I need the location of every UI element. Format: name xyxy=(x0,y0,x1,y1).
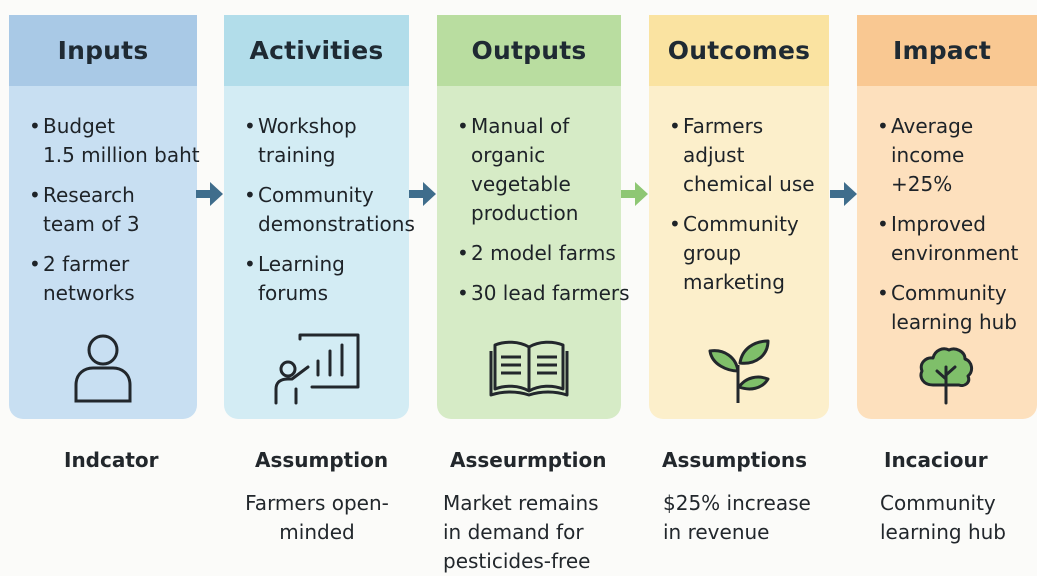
activities-header: Activities xyxy=(224,15,409,86)
person-icon xyxy=(9,333,197,405)
sprout-icon xyxy=(649,337,829,405)
bottom-label-5: Incaciour xyxy=(884,448,988,472)
bottom-label-2: Assumption xyxy=(255,448,389,472)
arrow-right-icon xyxy=(830,181,858,207)
outputs-card: Outputs Manual oforganicvegetableproduct… xyxy=(437,15,630,419)
bottom-note-5: Community learning hub xyxy=(880,491,1006,544)
outcomes-header: Outcomes xyxy=(649,15,829,86)
impact-header: Impact xyxy=(857,15,1037,86)
list-item: 30 lead farmers xyxy=(457,279,630,308)
arrow-right-icon xyxy=(621,181,649,207)
arrow-right-icon xyxy=(196,181,224,207)
bottom-note-4: $25% increase in revenue xyxy=(663,491,811,544)
bottom-label-4: Assumptions xyxy=(662,448,807,472)
bottom-label-1: Indcator xyxy=(64,448,159,472)
outputs-header: Outputs xyxy=(437,15,621,86)
inputs-header: Inputs xyxy=(9,15,197,86)
bottom-note-3: Market remains in demand for pesticides-… xyxy=(443,491,599,573)
list-item: 2 model farms xyxy=(457,239,621,268)
bottom-note-2: Farmers open- minded xyxy=(245,491,389,544)
book-icon xyxy=(437,337,621,399)
arrow-right-icon xyxy=(409,181,437,207)
presentation-icon xyxy=(224,331,409,407)
bottom-label-3: Asseurmption xyxy=(450,448,607,472)
tree-icon xyxy=(857,345,1037,405)
